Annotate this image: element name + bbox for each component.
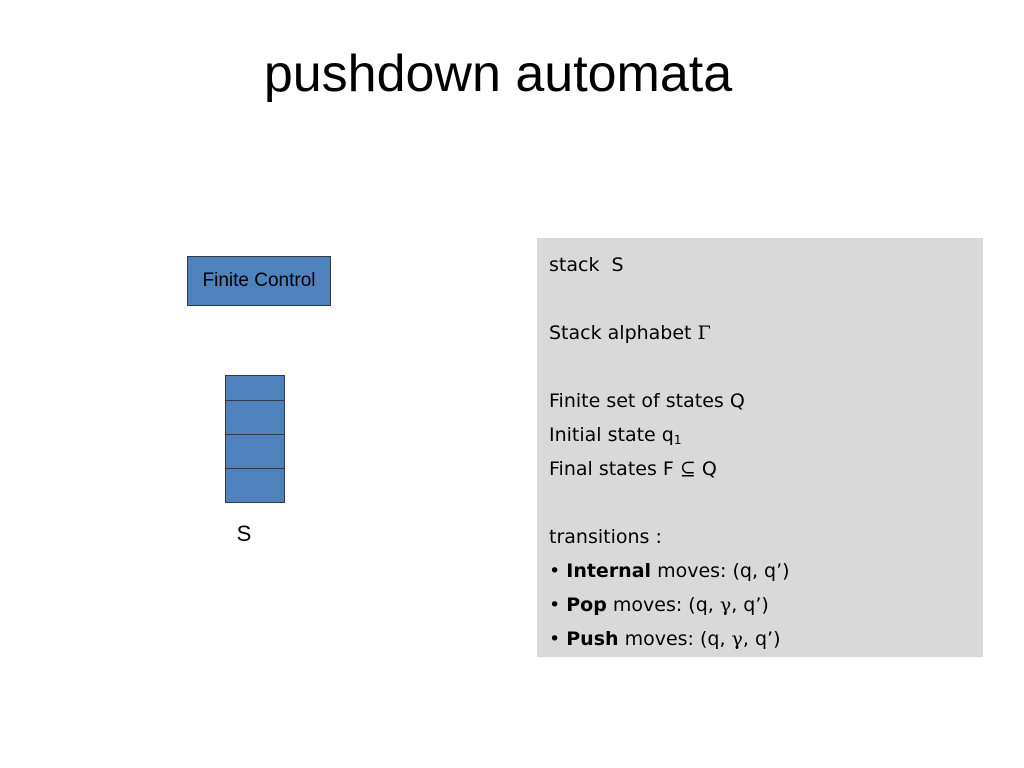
move-signature: moves: (q, — [618, 628, 732, 650]
stack-cell — [225, 435, 285, 469]
move-name: Pop — [566, 594, 607, 616]
move-signature: moves: (q, — [606, 594, 720, 616]
stack-label: S — [236, 521, 252, 546]
bullet: • — [549, 594, 567, 616]
alphabet-prefix: Stack alphabet — [549, 322, 698, 344]
gamma-symbol: Γ — [697, 322, 711, 344]
bullet: • — [549, 628, 567, 650]
move-signature: moves: (q, q’) — [651, 560, 790, 582]
final-states-definition: Final states F ⊆ Q — [549, 452, 971, 486]
move-pop: • Pop moves: (q, γ, q’) — [549, 588, 971, 622]
finite-control-label: Finite Control — [202, 270, 316, 291]
stack-diagram — [225, 375, 285, 503]
subset-symbol: ⊆ — [679, 458, 696, 480]
move-name: Push — [566, 628, 619, 650]
initial-state-definition: Initial state q1 — [549, 418, 971, 452]
move-internal: • Internal moves: (q, q’) — [549, 554, 971, 588]
stack-cell — [225, 401, 285, 435]
move-signature-end: , q’) — [742, 628, 781, 650]
move-signature-end: , q’) — [731, 594, 769, 616]
stack-prefix: stack — [549, 254, 612, 276]
gamma-symbol: γ — [731, 628, 743, 650]
definition-panel: stack S Stack alphabet Γ Finite set of s… — [537, 238, 983, 657]
gamma-symbol: γ — [719, 594, 732, 616]
stack-cell — [225, 375, 285, 401]
stack-definition: stack S — [549, 248, 971, 282]
finite-control-box: Finite Control — [187, 256, 331, 306]
states-definition: Finite set of states Q — [549, 390, 745, 412]
moves-list: • Internal moves: (q, q’)• Pop moves: (q… — [549, 554, 971, 656]
bullet: • — [549, 560, 567, 582]
initial-prefix: Initial state q — [549, 424, 674, 446]
initial-subscript: 1 — [673, 433, 682, 447]
move-push: • Push moves: (q, γ, q’) — [549, 622, 971, 656]
move-name: Internal — [566, 560, 652, 582]
stack-symbol: S — [611, 254, 624, 276]
slide-title: pushdown automata — [263, 45, 733, 103]
stack-cell — [225, 469, 285, 503]
final-suffix: Q — [695, 458, 717, 480]
transitions-heading: transitions : — [549, 526, 662, 548]
final-prefix: Final states F — [549, 458, 680, 480]
alphabet-definition: Stack alphabet Γ — [549, 316, 971, 350]
